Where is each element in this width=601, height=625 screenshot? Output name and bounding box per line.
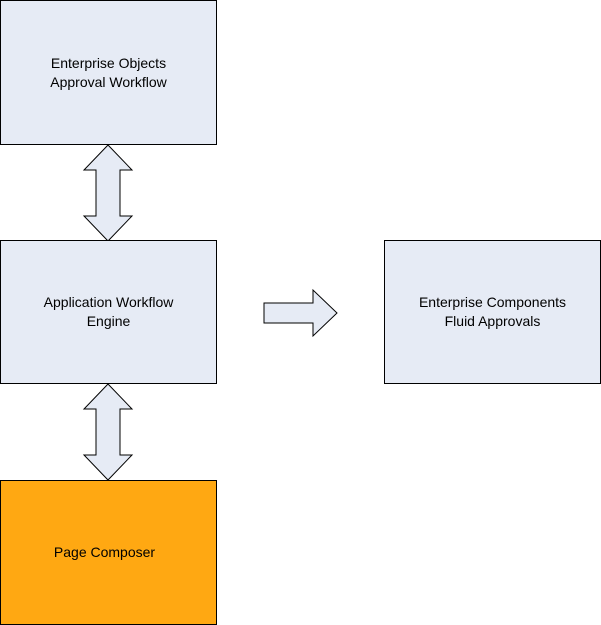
box-label-line: Application Workflow: [43, 294, 174, 310]
box-label-line: Page Composer: [53, 544, 156, 560]
right-arrow: [263, 288, 338, 338]
box-label-line: Enterprise Components: [418, 294, 567, 310]
box-label-line: Approval Workflow: [50, 73, 167, 90]
bidirectional-arrow-top: [82, 144, 134, 242]
page-composer-box: Page Composer: [0, 480, 217, 625]
box-label-line: Enterprise Objects: [50, 54, 167, 71]
application-workflow-engine-box: Application Workflow Engine: [0, 240, 217, 384]
box-label-line: Fluid Approvals: [444, 313, 541, 329]
bidirectional-arrow-bottom: [82, 383, 134, 481]
enterprise-objects-approval-workflow-box: Enterprise Objects Approval Workflow: [0, 0, 217, 145]
box-label-line: Engine: [86, 313, 131, 329]
enterprise-components-fluid-approvals-box: Enterprise Components Fluid Approvals: [384, 240, 601, 384]
